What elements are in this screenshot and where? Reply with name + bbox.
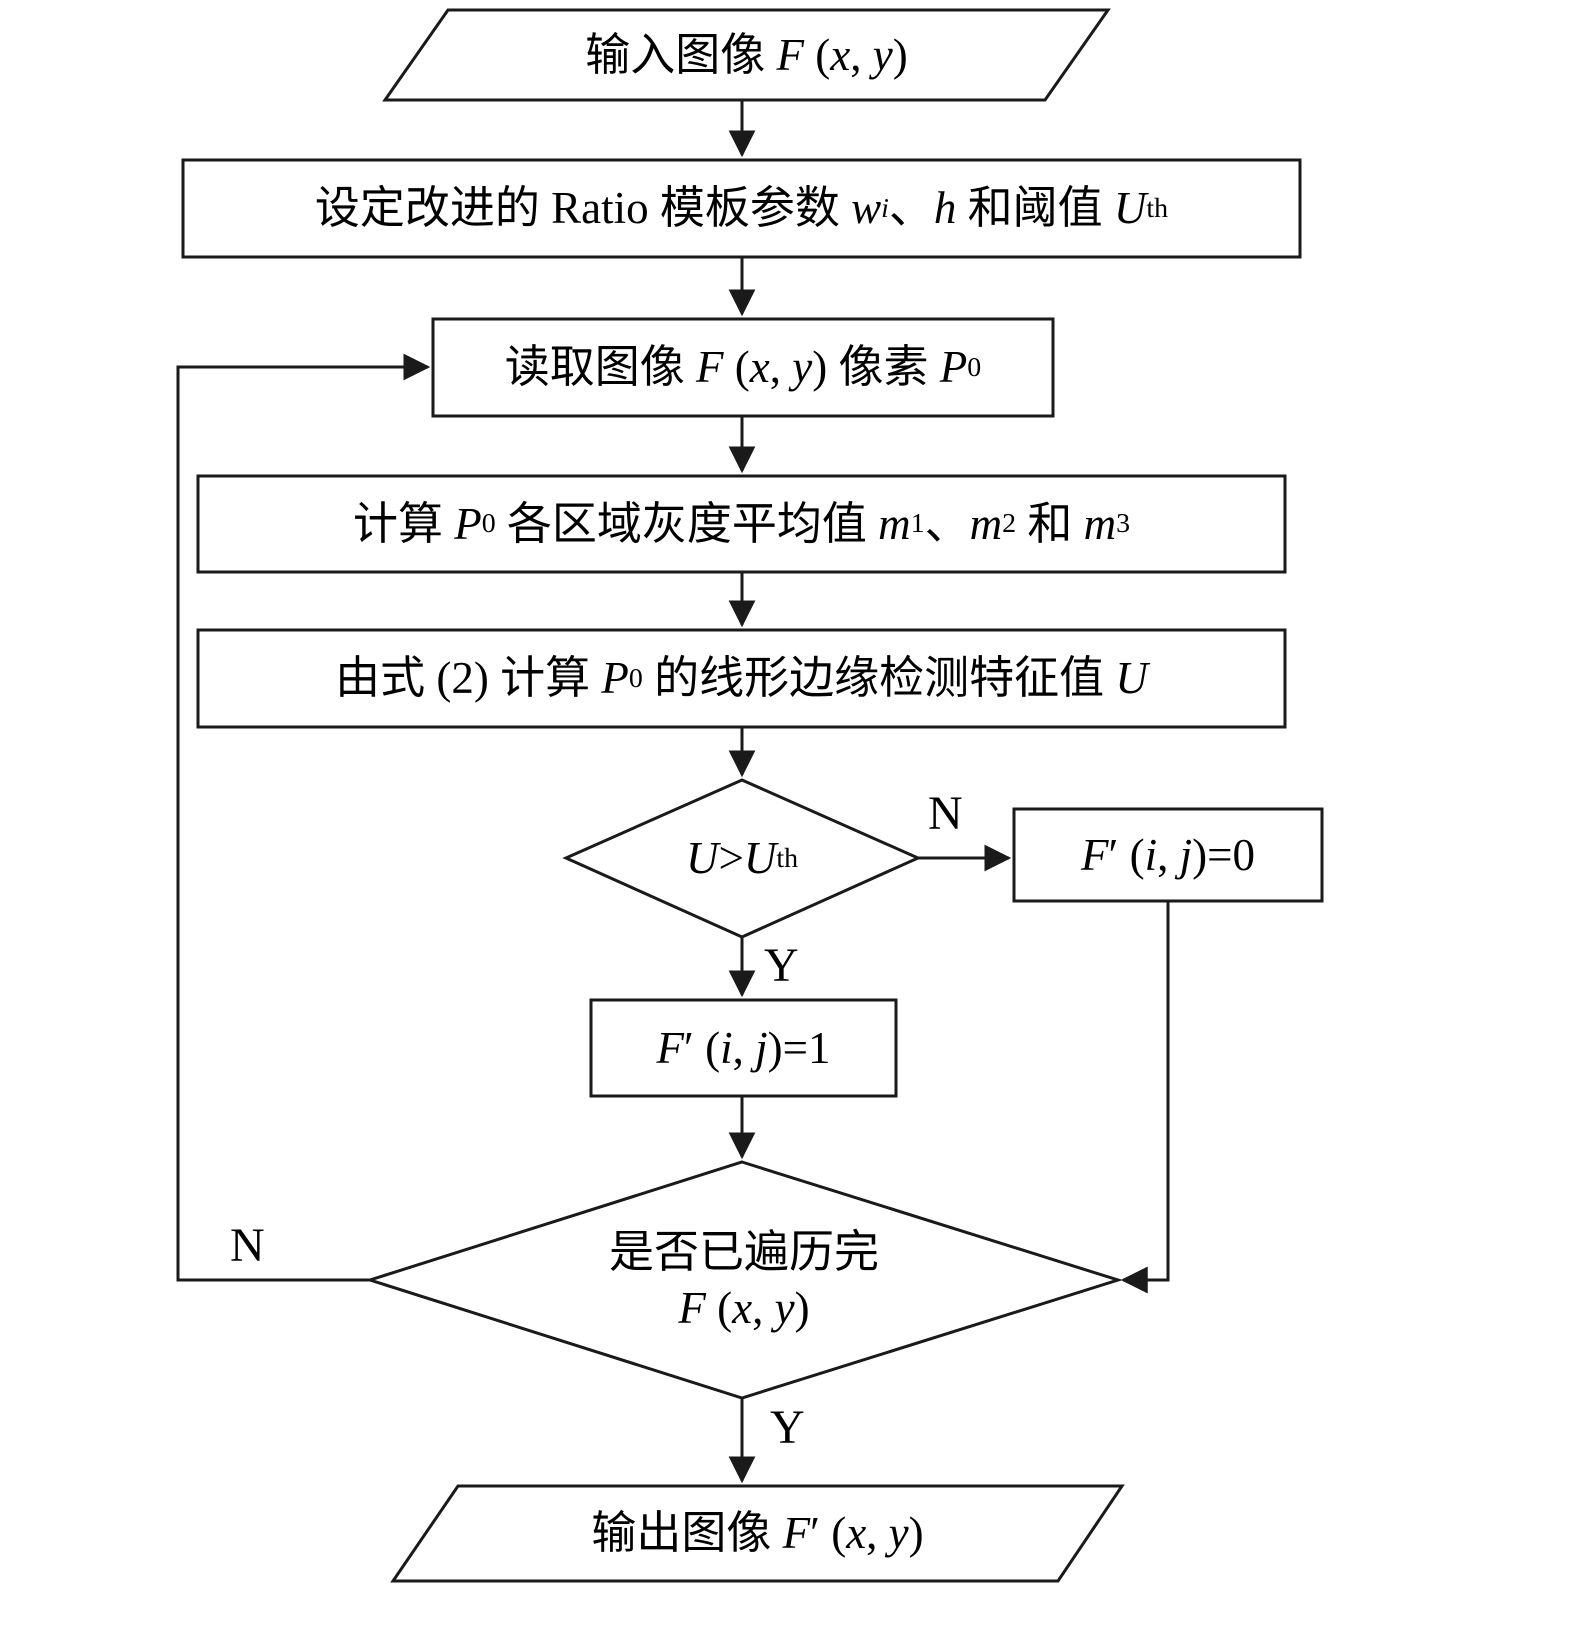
label-traverse-no: N — [230, 1219, 265, 1272]
node-output-image: 输出图像 F′ (x, y) — [591, 1508, 924, 1559]
node-traverse-decision: 是否已遍历完 F (x, y) — [370, 1162, 1118, 1398]
edge-traverse-no-loop — [176, 353, 431, 1282]
flow-shapes — [181, 8, 1324, 1583]
label-threshold-yes: Y — [764, 939, 799, 992]
node-set-zero: F′ (i, j)=0 — [1081, 829, 1255, 880]
traverse-decision-line2: F (x, y) — [678, 1283, 810, 1333]
node-input-image: 输入图像 F (x, y) — [585, 29, 908, 80]
flow-connectors — [176, 100, 1170, 1484]
shape-input-parallelogram — [382, 8, 1111, 102]
shape-output-parallelogram — [390, 1484, 1125, 1583]
shape-set-params-rect — [181, 158, 1302, 259]
edge-set-zero-to-traverse — [1120, 901, 1170, 1294]
traverse-decision-line1: 是否已遍历完 — [608, 1226, 879, 1277]
label-traverse-yes: Y — [770, 1401, 805, 1454]
shape-compute-means-rect — [196, 474, 1287, 574]
node-set-one: F′ (i, j)=1 — [656, 1022, 831, 1073]
shape-compute-feature-rect — [196, 628, 1287, 729]
label-threshold-no: N — [928, 787, 963, 840]
